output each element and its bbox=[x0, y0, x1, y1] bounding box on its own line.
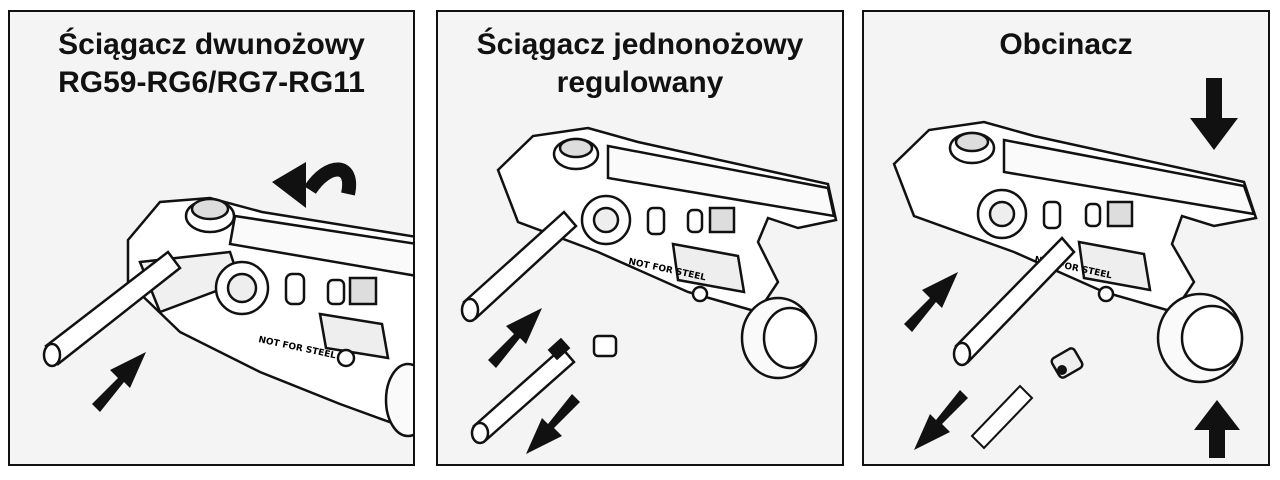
remove-arrow-icon bbox=[526, 394, 580, 454]
panel-one-blade-adjustable-stripper: Ściągacz jednonożowy regulowany NOT FOR … bbox=[436, 10, 844, 466]
panel-title: Ściągacz jednonożowy regulowany bbox=[438, 26, 842, 102]
coax-stripper-tool bbox=[126, 196, 413, 438]
panel-title: Ściągacz dwunożowy RG59-RG6/RG7-RG11 bbox=[10, 26, 413, 102]
title-line-1: Ściągacz dwunożowy bbox=[58, 28, 365, 61]
coax-stripper-tool bbox=[892, 120, 1258, 384]
cut-sleeve-piece bbox=[592, 334, 618, 358]
press-up-arrow-icon bbox=[1194, 400, 1240, 458]
panel-two-blade-stripper: Ściągacz dwunożowy RG59-RG6/RG7-RG11 bbox=[8, 10, 415, 466]
cut-cable-end bbox=[970, 384, 1034, 450]
panel-title: Obcinacz bbox=[864, 26, 1268, 64]
press-down-arrow-icon bbox=[1190, 78, 1238, 150]
rotate-arrow-icon bbox=[272, 162, 357, 208]
insert-arrow-icon bbox=[92, 352, 146, 412]
title-line-2: regulowany bbox=[556, 66, 724, 99]
coax-cable bbox=[42, 250, 182, 368]
cut-sleeve-piece bbox=[1050, 347, 1084, 379]
title-line-1: Obcinacz bbox=[999, 28, 1133, 61]
panel-2-drawing: NOT FOR STEEL bbox=[460, 126, 838, 454]
remove-arrow-icon bbox=[914, 390, 968, 450]
coax-cable bbox=[460, 210, 578, 323]
panel-3-drawing: NOT FOR STEEL bbox=[892, 78, 1258, 458]
stripped-jacket-piece bbox=[470, 337, 576, 445]
title-line-2: RG59-RG6/RG7-RG11 bbox=[58, 66, 365, 99]
insert-arrow-icon bbox=[488, 308, 542, 368]
coax-cable bbox=[952, 236, 1076, 367]
insert-arrow-icon bbox=[904, 272, 958, 332]
coax-stripper-tool bbox=[496, 126, 838, 380]
panel-cutter: Obcinacz NOT FOR STEE bbox=[862, 10, 1270, 466]
title-line-1: Ściągacz jednonożowy bbox=[476, 28, 804, 61]
panel-1-drawing: NOT FOR STEEL bbox=[42, 162, 413, 438]
